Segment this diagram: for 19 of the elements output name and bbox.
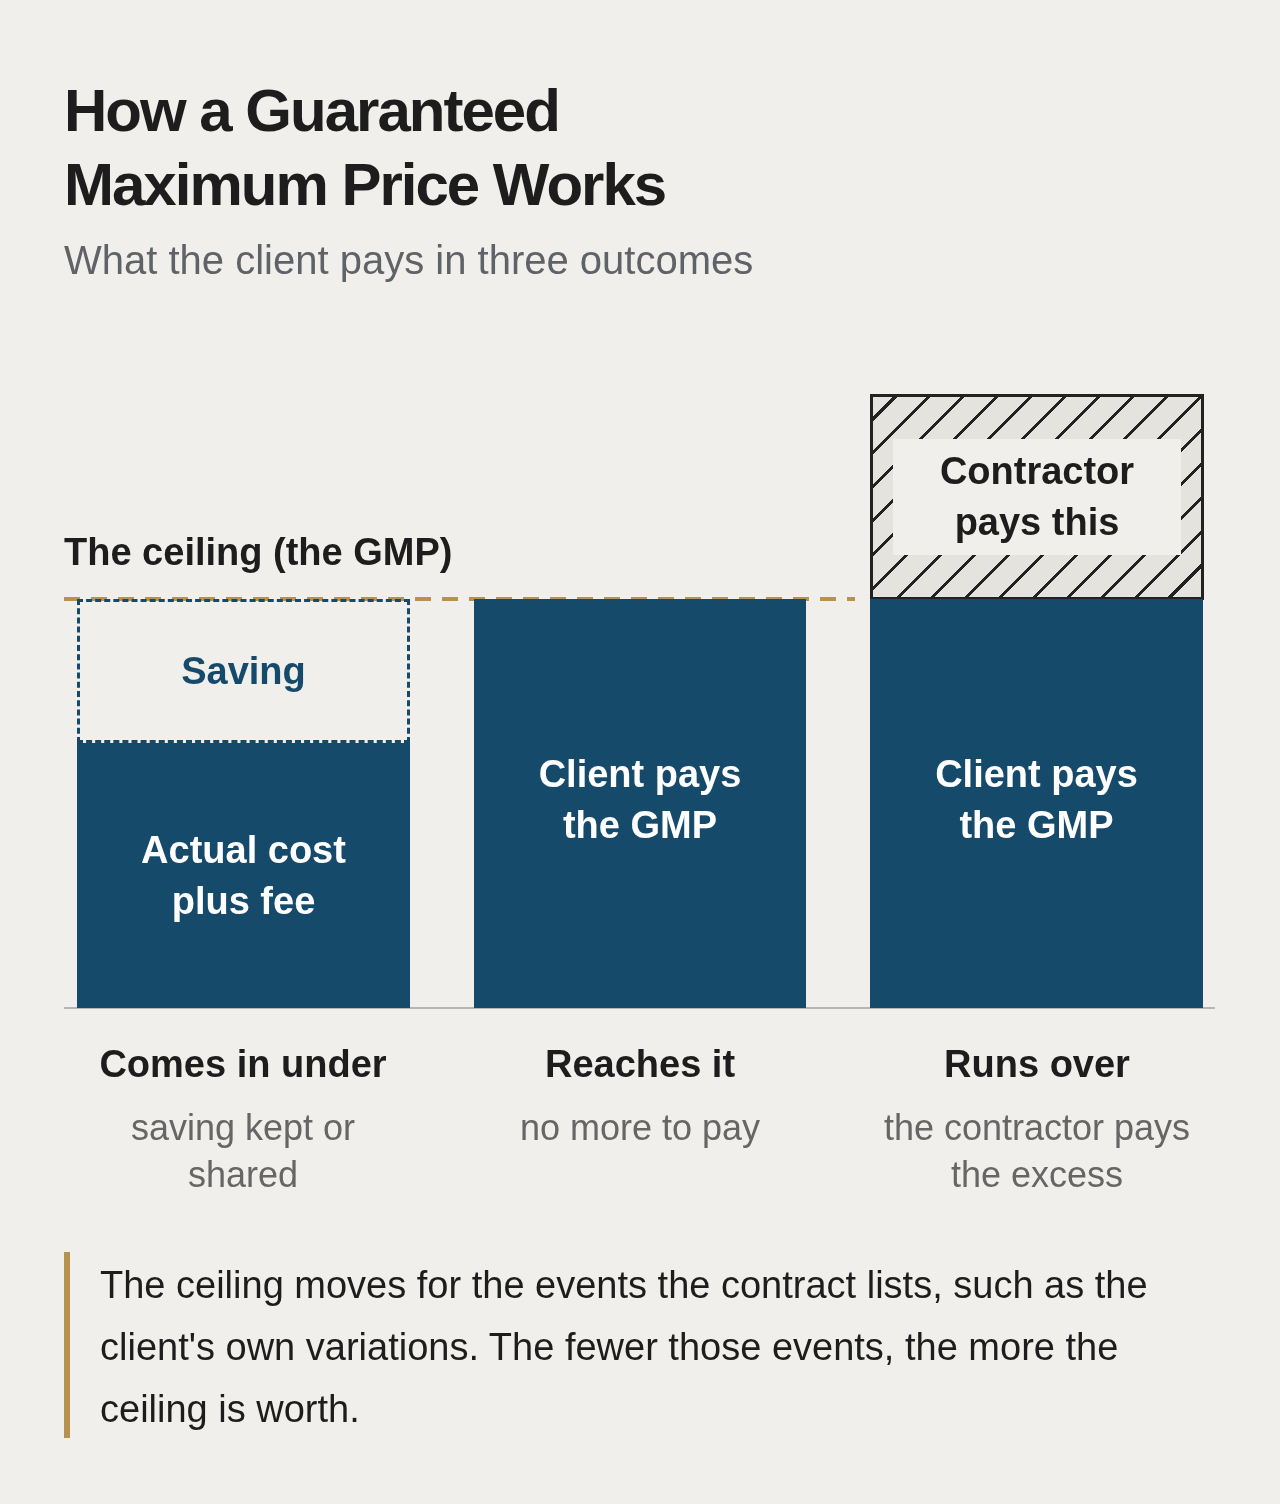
bar-segment <box>870 599 1203 1008</box>
bar-label: Client pays the GMP <box>934 752 1139 848</box>
column-note: the contractor pays the excess <box>882 1106 1192 1197</box>
subtitle: What the client pays in three outcomes <box>64 238 754 283</box>
note-text: The ceiling moves for the events the contract lists, such as the client's own variations. The fewer those events, the more the ceiling is worth. <box>100 1263 1149 1432</box>
hatched-box <box>870 394 1204 600</box>
bar-segment <box>474 599 806 1008</box>
box-label: Contractor pays this <box>893 439 1181 555</box>
ceiling-label: The ceiling (the GMP) <box>64 531 453 574</box>
bar-label: Client pays the GMP <box>537 752 743 848</box>
column-heading: Runs over <box>943 1043 1131 1086</box>
bar-segment <box>77 743 410 1008</box>
column-heading: Reaches it <box>543 1043 737 1086</box>
column-note: no more to pay <box>518 1106 762 1150</box>
column-heading: Comes in under <box>98 1043 388 1086</box>
title: How a Guaranteed Maximum Price Works <box>64 76 667 220</box>
column-note: saving kept or shared <box>129 1106 357 1197</box>
bar-label: Actual cost plus fee <box>140 827 347 924</box>
box-label: Saving <box>181 648 306 694</box>
